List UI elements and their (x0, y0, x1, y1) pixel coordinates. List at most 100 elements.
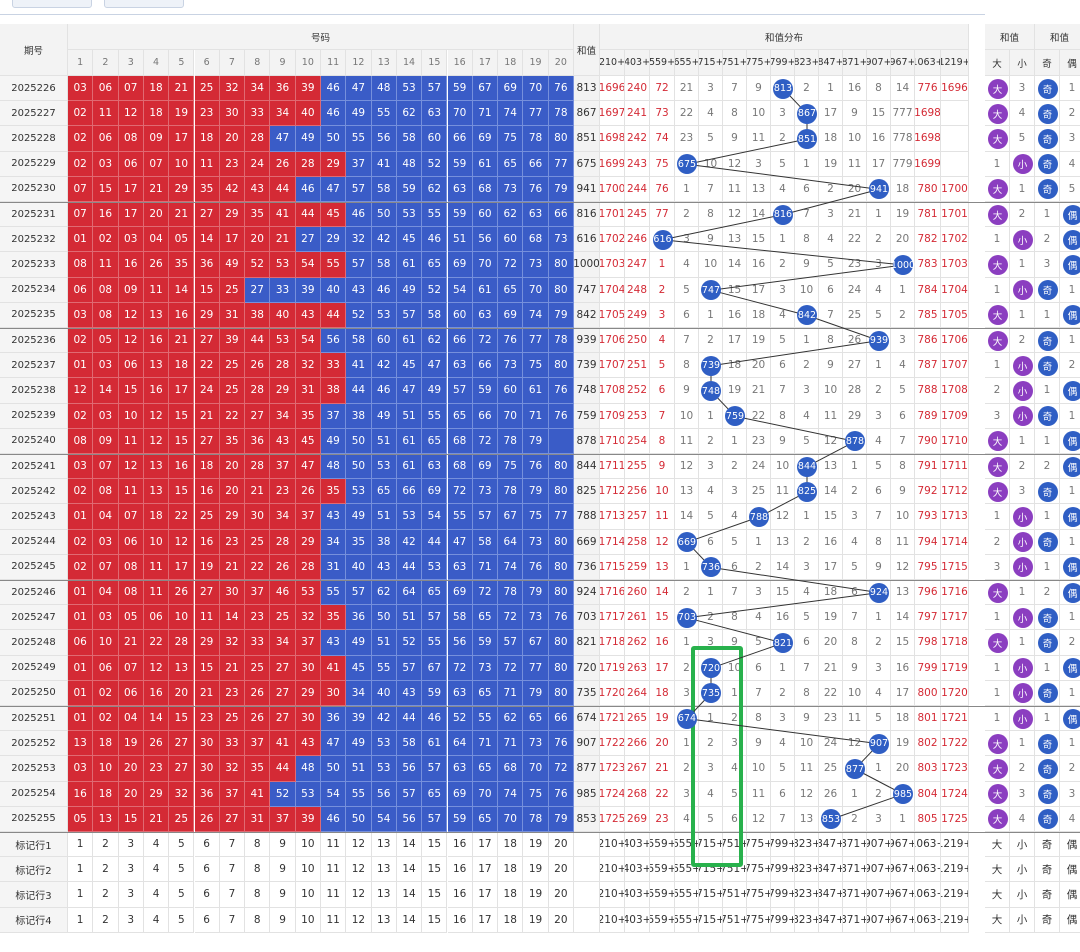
mark-number-cell[interactable]: 11 (321, 907, 347, 933)
mark-number-cell[interactable]: 18 (498, 907, 524, 933)
mark-number-cell[interactable]: 20 (548, 882, 574, 908)
mark-number-cell[interactable]: 11 (321, 832, 347, 858)
mark-number-cell[interactable]: 3 (118, 907, 144, 933)
mark-dist-cell[interactable]: 967+ (891, 832, 915, 858)
mark-number-cell[interactable]: 9 (270, 907, 296, 933)
mark-number-cell[interactable]: 7 (219, 882, 246, 908)
mark-dist-cell[interactable]: 559+ (650, 832, 675, 858)
mark-number-cell[interactable]: 5 (169, 882, 195, 908)
mark-number-cell[interactable]: 18 (498, 832, 524, 858)
mark-parity-cell[interactable]: 偶 (1060, 857, 1080, 883)
mark-dist-cell[interactable]: 1063+ (915, 832, 941, 858)
mark-size-cell[interactable]: 大 (985, 857, 1010, 883)
mark-number-cell[interactable]: 12 (346, 832, 372, 858)
mark-number-cell[interactable]: 16 (447, 857, 473, 883)
mark-number-cell[interactable]: 10 (295, 832, 321, 858)
mark-dist-cell[interactable]: 847+ (819, 882, 843, 908)
mark-number-cell[interactable]: 15 (422, 857, 448, 883)
mark-dist-cell[interactable]: 775+ (747, 882, 771, 908)
mark-row-label[interactable]: 标记行3 (0, 882, 68, 908)
mark-dist-cell[interactable]: 847+ (819, 907, 843, 933)
mark-parity-cell[interactable]: 奇 (1035, 907, 1060, 933)
mark-dist-cell[interactable]: 847+ (819, 832, 843, 858)
mark-dist-cell[interactable]: 847+ (819, 857, 843, 883)
mark-dist-cell[interactable]: 210+ (600, 882, 625, 908)
mark-number-cell[interactable]: 4 (143, 882, 170, 908)
mark-dist-cell[interactable]: 751+ (723, 907, 747, 933)
mark-size-cell[interactable]: 大 (985, 907, 1010, 933)
mark-number-cell[interactable]: 8 (245, 832, 271, 858)
mark-number-cell[interactable]: 18 (498, 882, 524, 908)
mark-size-cell[interactable]: 小 (1010, 882, 1035, 908)
mark-number-cell[interactable]: 5 (169, 857, 195, 883)
mark-parity-cell[interactable]: 奇 (1035, 857, 1060, 883)
mark-number-cell[interactable]: 20 (548, 907, 574, 933)
mark-number-cell[interactable]: 13 (371, 832, 397, 858)
mark-number-cell[interactable]: 16 (447, 907, 473, 933)
mark-number-cell[interactable]: 8 (245, 882, 271, 908)
mark-row-label[interactable]: 标记行4 (0, 907, 68, 933)
top-tab-button-2[interactable] (104, 0, 184, 8)
mark-row-label[interactable]: 标记行1 (0, 832, 68, 858)
mark-number-cell[interactable]: 3 (118, 832, 144, 858)
mark-number-cell[interactable]: 19 (523, 907, 549, 933)
mark-dist-cell[interactable]: 871+ (843, 832, 867, 858)
mark-dist-cell[interactable]: 871+ (843, 857, 867, 883)
mark-dist-cell[interactable]: 715+ (699, 882, 723, 908)
mark-dist-cell[interactable]: 823+ (795, 857, 819, 883)
mark-number-cell[interactable]: 1 (68, 907, 94, 933)
mark-dist-cell[interactable]: 559+ (650, 882, 675, 908)
mark-number-cell[interactable]: 13 (371, 857, 397, 883)
mark-dist-cell[interactable]: 775+ (747, 832, 771, 858)
mark-number-cell[interactable]: 19 (523, 882, 549, 908)
mark-number-cell[interactable]: 6 (194, 832, 220, 858)
mark-dist-cell[interactable]: 1063+ (915, 882, 941, 908)
mark-number-cell[interactable]: 10 (295, 857, 321, 883)
mark-number-cell[interactable]: 13 (371, 907, 397, 933)
mark-dist-cell[interactable]: 967+ (891, 882, 915, 908)
mark-number-cell[interactable]: 14 (396, 857, 423, 883)
mark-number-cell[interactable]: 12 (346, 882, 372, 908)
mark-parity-cell[interactable]: 奇 (1035, 882, 1060, 908)
mark-number-cell[interactable]: 1 (68, 857, 94, 883)
mark-number-cell[interactable]: 18 (498, 857, 524, 883)
mark-dist-cell[interactable]: 655+ (675, 907, 699, 933)
mark-number-cell[interactable]: 19 (523, 857, 549, 883)
mark-dist-cell[interactable]: 907+ (867, 882, 891, 908)
mark-dist-cell[interactable]: 403+ (625, 907, 650, 933)
mark-number-cell[interactable]: 4 (143, 857, 170, 883)
mark-number-cell[interactable]: 14 (396, 882, 423, 908)
mark-parity-cell[interactable]: 奇 (1035, 832, 1060, 858)
mark-dist-cell[interactable]: 210+ (600, 907, 625, 933)
mark-number-cell[interactable]: 10 (295, 882, 321, 908)
mark-number-cell[interactable]: 12 (346, 907, 372, 933)
mark-number-cell[interactable]: 17 (472, 832, 499, 858)
mark-dist-cell[interactable]: 655+ (675, 882, 699, 908)
mark-number-cell[interactable]: 6 (194, 857, 220, 883)
mark-number-cell[interactable]: 20 (548, 857, 574, 883)
mark-dist-cell[interactable]: 823+ (795, 907, 819, 933)
mark-size-cell[interactable]: 小 (1010, 857, 1035, 883)
mark-number-cell[interactable]: 3 (118, 882, 144, 908)
mark-number-cell[interactable]: 17 (472, 857, 499, 883)
mark-dist-cell[interactable]: 775+ (747, 857, 771, 883)
mark-number-cell[interactable]: 2 (93, 857, 119, 883)
mark-number-cell[interactable]: 12 (346, 857, 372, 883)
top-tab-button-1[interactable] (12, 0, 92, 8)
mark-number-cell[interactable]: 11 (321, 857, 347, 883)
mark-number-cell[interactable]: 1 (68, 832, 94, 858)
mark-dist-cell[interactable]: 871+ (843, 907, 867, 933)
mark-dist-cell[interactable]: 715+ (699, 832, 723, 858)
mark-dist-cell[interactable]: 559+ (650, 907, 675, 933)
mark-number-cell[interactable]: 20 (548, 832, 574, 858)
mark-number-cell[interactable]: 14 (396, 832, 423, 858)
mark-number-cell[interactable]: 9 (270, 832, 296, 858)
mark-dist-cell[interactable]: 210+ (600, 857, 625, 883)
mark-dist-cell[interactable]: 907+ (867, 832, 891, 858)
mark-dist-cell[interactable]: 403+ (625, 857, 650, 883)
mark-dist-cell[interactable]: 751+ (723, 882, 747, 908)
mark-dist-cell[interactable]: 967+ (891, 857, 915, 883)
mark-dist-cell[interactable]: 799+ (771, 857, 795, 883)
mark-number-cell[interactable]: 8 (245, 907, 271, 933)
